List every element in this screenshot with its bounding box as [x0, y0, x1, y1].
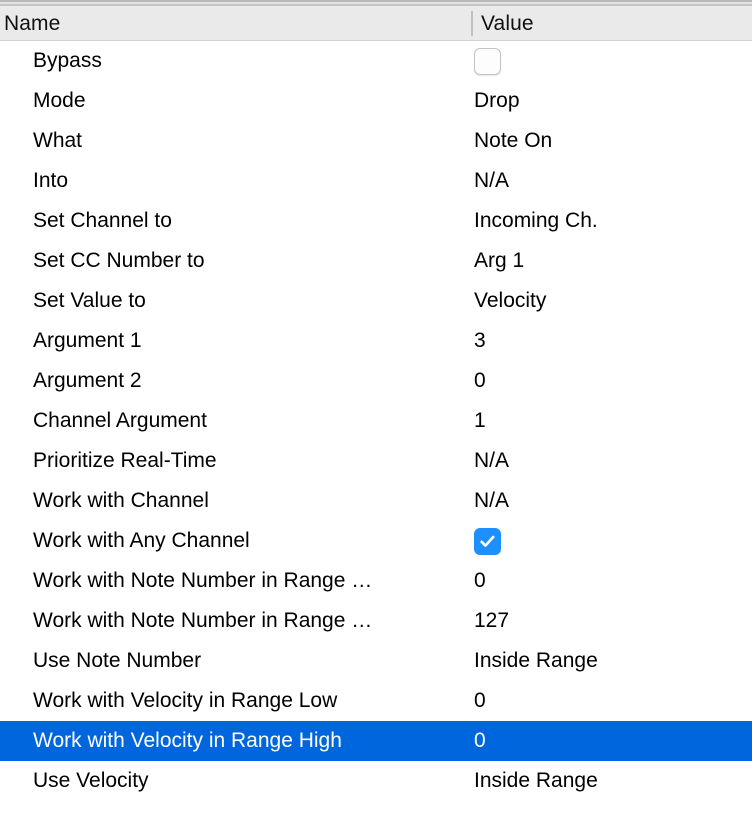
- row-value-cell[interactable]: 0: [474, 689, 746, 713]
- table-row[interactable]: Work with Note Number in Range … 0: [0, 561, 752, 601]
- column-header-name[interactable]: Name: [4, 11, 61, 35]
- row-value-cell[interactable]: 0: [474, 369, 746, 393]
- table-row[interactable]: What Note On: [0, 121, 752, 161]
- row-value-cell[interactable]: Inside Range: [474, 769, 746, 793]
- window-top-border-gap: [0, 2, 752, 4]
- row-value-cell[interactable]: Velocity: [474, 289, 746, 313]
- row-value-cell[interactable]: N/A: [474, 169, 746, 193]
- row-value-cell[interactable]: [474, 527, 746, 555]
- row-value-text: 1: [474, 409, 486, 432]
- row-value-cell[interactable]: Inside Range: [474, 649, 746, 673]
- row-value-text: Drop: [474, 89, 520, 112]
- table-row[interactable]: Set Channel to Incoming Ch.: [0, 201, 752, 241]
- table-row[interactable]: Use Note Number Inside Range: [0, 641, 752, 681]
- row-name-cell: Set CC Number to: [33, 249, 205, 272]
- window-top-border-inner: [0, 4, 752, 6]
- row-value-cell[interactable]: N/A: [474, 449, 746, 473]
- row-name-cell: Use Velocity: [33, 769, 149, 792]
- row-value-cell[interactable]: Incoming Ch.: [474, 209, 746, 233]
- window-top-border: [0, 0, 752, 2]
- row-value-text: Inside Range: [474, 649, 598, 672]
- row-value-text: Arg 1: [474, 249, 525, 272]
- row-name-cell: Set Channel to: [33, 209, 172, 232]
- row-value-cell[interactable]: [474, 47, 746, 75]
- table-row[interactable]: Bypass: [0, 41, 752, 81]
- row-name-cell: Bypass: [33, 49, 102, 72]
- table-row[interactable]: Use Velocity Inside Range: [0, 761, 752, 801]
- row-value-cell[interactable]: 3: [474, 329, 746, 353]
- table-row[interactable]: Mode Drop: [0, 81, 752, 121]
- row-value-text: Velocity: [474, 289, 547, 312]
- table-row[interactable]: Work with Any Channel: [0, 521, 752, 561]
- row-value-text: N/A: [474, 489, 510, 512]
- row-name-cell: Work with Any Channel: [33, 529, 250, 552]
- table-row[interactable]: Channel Argument 1: [0, 401, 752, 441]
- row-name-cell: Mode: [33, 89, 86, 112]
- row-value-text: 127: [474, 609, 510, 632]
- row-value-text: Inside Range: [474, 769, 598, 792]
- table-row[interactable]: Work with Velocity in Range Low 0: [0, 681, 752, 721]
- row-name-cell: Set Value to: [33, 289, 146, 312]
- table-row[interactable]: Into N/A: [0, 161, 752, 201]
- row-value-text: Incoming Ch.: [474, 209, 598, 232]
- table-row[interactable]: Work with Channel N/A: [0, 481, 752, 521]
- row-value-cell[interactable]: Drop: [474, 89, 746, 113]
- row-value-text: 0: [474, 689, 486, 712]
- row-name-cell: Prioritize Real-Time: [33, 449, 217, 472]
- row-name-cell: Work with Note Number in Range …: [33, 609, 373, 632]
- row-value-cell[interactable]: N/A: [474, 489, 746, 513]
- table-row[interactable]: Argument 2 0: [0, 361, 752, 401]
- row-value-text: 0: [474, 569, 486, 592]
- checkbox-checked-icon[interactable]: [474, 527, 501, 555]
- row-name-cell: Work with Velocity in Range High: [33, 729, 342, 752]
- table-row[interactable]: Work with Velocity in Range High 0: [0, 721, 752, 761]
- row-value-cell[interactable]: 1: [474, 409, 746, 433]
- row-name-cell: Argument 1: [33, 329, 142, 352]
- column-header-value[interactable]: Value: [481, 11, 534, 35]
- row-name-cell: Work with Note Number in Range …: [33, 569, 373, 592]
- row-value-cell[interactable]: 0: [474, 569, 746, 593]
- row-value-text: 0: [474, 369, 486, 392]
- table-row[interactable]: Argument 1 3: [0, 321, 752, 361]
- row-value-cell[interactable]: Arg 1: [474, 249, 746, 273]
- row-value-text: 3: [474, 329, 486, 352]
- table-row[interactable]: Work with Note Number in Range … 127: [0, 601, 752, 641]
- row-name-cell: What: [33, 129, 83, 152]
- row-name-cell: Work with Velocity in Range Low: [33, 689, 338, 712]
- row-name-cell: Use Note Number: [33, 649, 202, 672]
- row-name-cell: Into: [33, 169, 69, 192]
- row-name-cell: Channel Argument: [33, 409, 207, 432]
- row-value-text: Note On: [474, 129, 553, 152]
- table-header: Name Value: [0, 6, 752, 41]
- table-row[interactable]: Set CC Number to Arg 1: [0, 241, 752, 281]
- row-name-cell: Argument 2: [33, 369, 142, 392]
- table-row[interactable]: Set Value to Velocity: [0, 281, 752, 321]
- row-value-cell[interactable]: 127: [474, 609, 746, 633]
- row-value-cell[interactable]: Note On: [474, 129, 746, 153]
- row-name-cell: Work with Channel: [33, 489, 209, 512]
- row-value-cell[interactable]: 0: [474, 729, 746, 753]
- row-value-text: N/A: [474, 169, 510, 192]
- row-value-text: 0: [474, 729, 486, 752]
- checkbox-unchecked-icon[interactable]: [474, 47, 501, 75]
- table-row[interactable]: Prioritize Real-Time N/A: [0, 441, 752, 481]
- row-value-text: N/A: [474, 449, 510, 472]
- column-resize-handle[interactable]: [471, 11, 473, 36]
